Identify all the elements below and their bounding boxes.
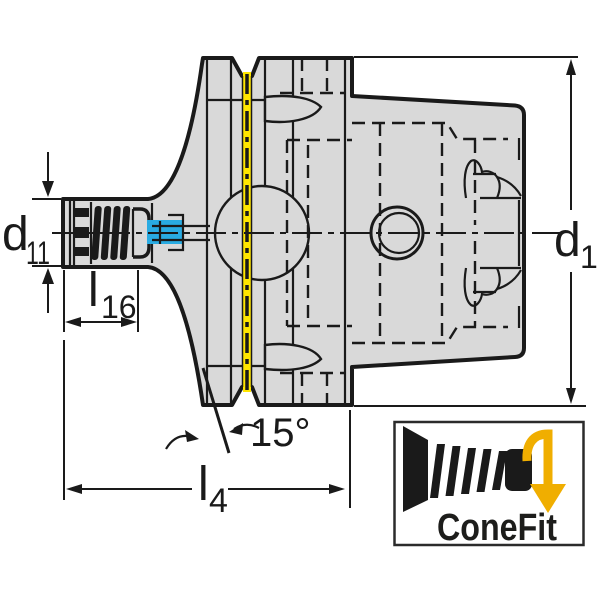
conefit-logo-icon <box>403 426 532 512</box>
label-l16-base: l <box>88 264 99 317</box>
flange-slot-top <box>263 94 323 124</box>
label-d11-base: d <box>2 208 29 261</box>
label-d1-base: d <box>554 214 581 267</box>
conefit-badge: ConeFit <box>393 420 585 549</box>
label-d1-sub: 1 <box>580 239 598 275</box>
grip-recess-top <box>463 138 522 200</box>
grip-recess-bottom <box>463 200 522 328</box>
hidden-lines <box>280 58 508 405</box>
flange-slot-bottom <box>263 342 323 372</box>
dimension-d1: d 1 <box>354 56 598 407</box>
dimension-l4: l 4 <box>63 340 351 520</box>
label-l4-sub: 4 <box>209 482 228 520</box>
label-angle: 15° <box>250 411 311 455</box>
rotation-arrow-icon <box>522 429 566 513</box>
angle-annotation: 15° <box>165 367 311 455</box>
label-l4-base: l <box>198 458 209 511</box>
conefit-label: ConeFit <box>437 507 557 549</box>
dimension-l16: l 16 <box>63 264 139 332</box>
label-l16-sub: 16 <box>101 289 137 325</box>
dimension-d11: d 11 <box>2 152 61 313</box>
label-d11-sub: 11 <box>26 235 50 271</box>
